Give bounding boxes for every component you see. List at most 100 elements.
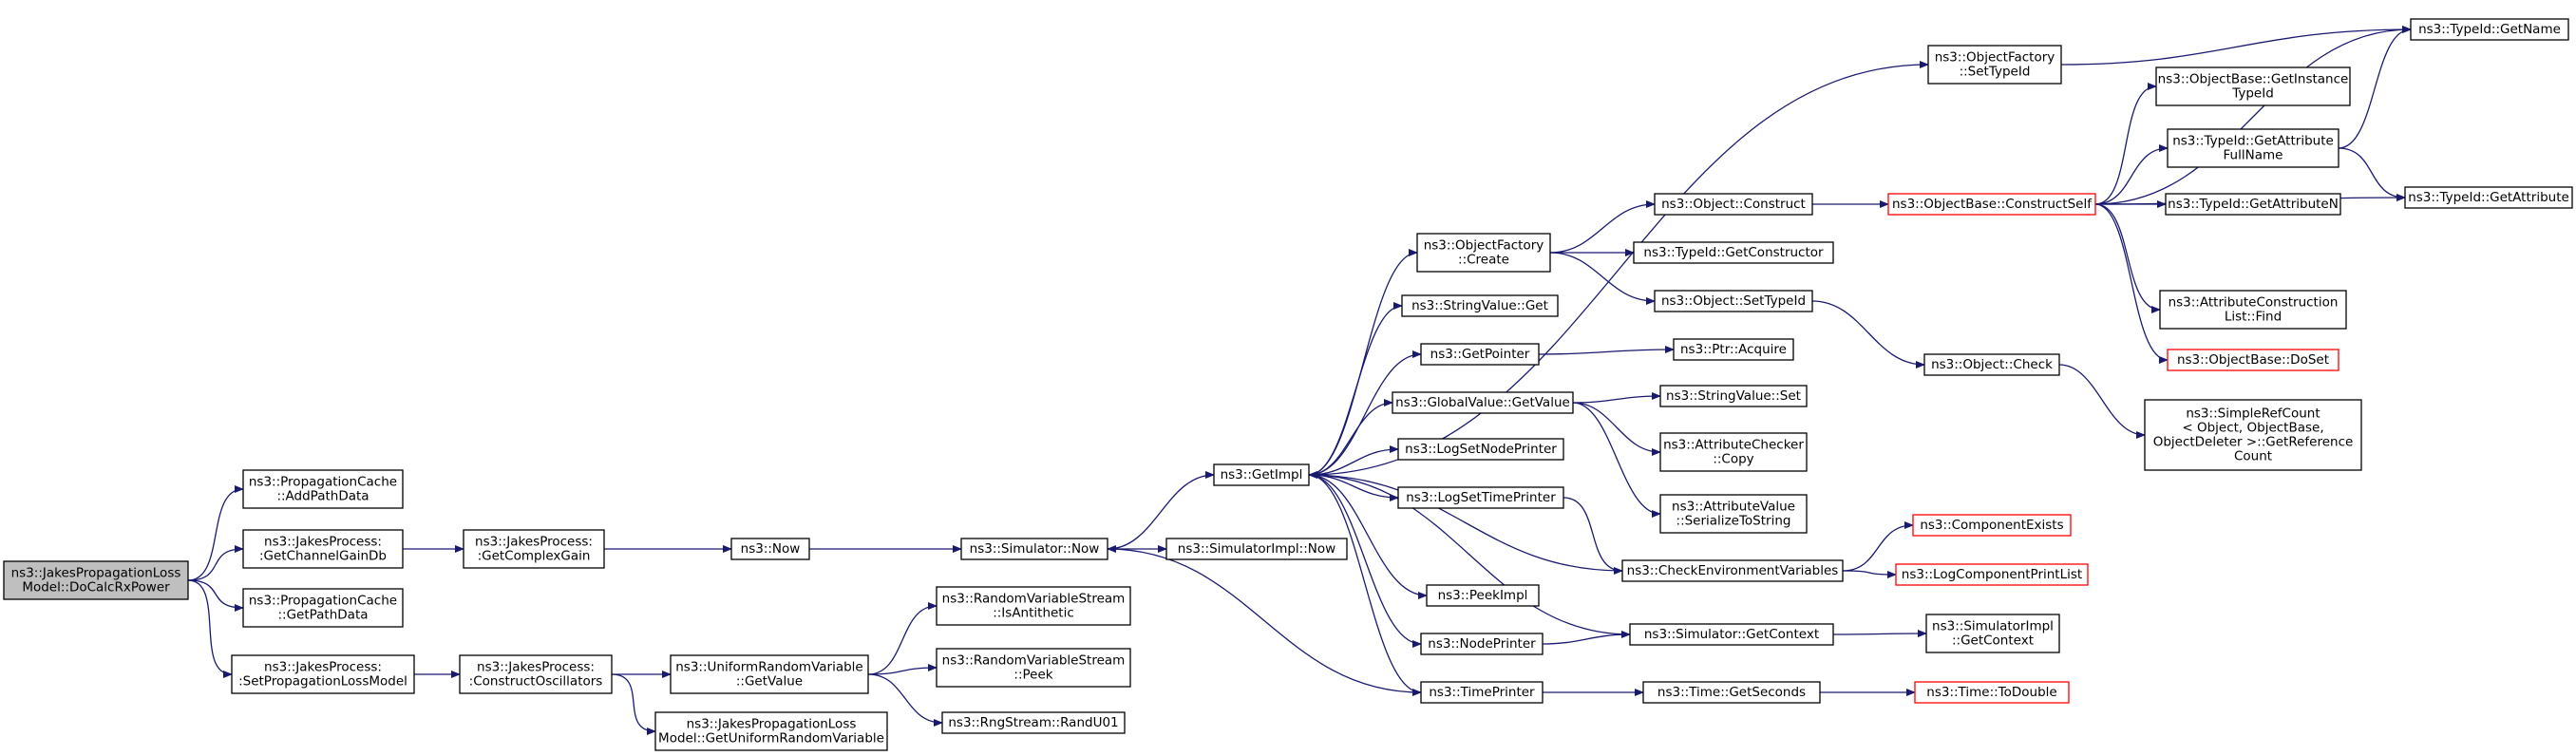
node-root[interactable]: ns3::JakesPropagationLossModel::DoCalcRx… [3,560,189,600]
node-pc_get[interactable]: ns3::PropagationCache::GetPathData [242,588,404,628]
node-of_create[interactable]: ns3::ObjectFactory::Create [1416,233,1551,273]
node-lstp[interactable]: ns3::LogSetTimePrinter [1397,486,1564,509]
node-label: ns3::Simulator::GetContext [1644,627,1819,642]
node-box [1654,290,1813,312]
node-box [231,654,415,694]
node-label: ns3::PeekImpl [1438,588,1528,603]
node-label: :ConstructOscillators [469,674,603,690]
node-tid_getname[interactable]: ns3::TypeId::GetName [2410,18,2569,41]
node-box [459,654,613,694]
node-av_ser[interactable]: ns3::AttributeValue::SerializeToString [1659,494,1808,534]
node-jp_complex[interactable]: ns3::JakesProcess::GetComplexGain [463,529,605,569]
edge-obj_settypeid-to-obj_check [1811,300,1925,369]
node-obj_settypeid[interactable]: ns3::Object::SetTypeId [1654,290,1813,312]
nodes-layer: ns3::JakesPropagationLoss Model::DoCalcRx… [3,18,2573,751]
node-timeprinter[interactable]: ns3::TimePrinter [1420,681,1544,704]
node-box [1397,486,1564,509]
edge-urv_get-to-rvs_peek [867,664,938,675]
node-src_getref[interactable]: ns3::SimpleRefCount< Object, ObjectBase,… [2144,399,2362,471]
node-label: ns3::JakesProcess: [475,535,593,550]
node-label: ns3::TypeId::GetAttribute [2172,134,2334,149]
node-sim_getctx[interactable]: ns3::Simulator::GetContext [1629,623,1834,646]
node-time_getsec[interactable]: ns3::Time::GetSeconds [1642,681,1821,704]
node-ob_doset[interactable]: ns3::ObjectBase::DoSet [2167,349,2339,371]
node-label: Model::DoCalcRxPower [22,580,170,595]
node-comp_exists[interactable]: ns3::ComponentExists [1912,514,2072,537]
edge-checkenv-to-comp_exists [1842,521,1914,572]
node-tid_getattrn[interactable]: ns3::TypeId::GetAttributeN [2165,193,2341,216]
node-tid_getattr[interactable]: ns3::TypeId::GetAttribute [2404,186,2573,209]
node-jp_setmodel[interactable]: ns3::JakesProcess::SetPropagationLossMod… [231,654,415,694]
node-label: ns3::ObjectFactory [1935,50,2055,66]
node-label: ns3::StringValue::Get [1411,298,1548,313]
node-label: List::Find [2225,310,2282,325]
node-gv_get[interactable]: ns3::GlobalValue::GetValue [1392,391,1574,414]
node-label: ns3::JakesPropagationLoss [687,717,857,732]
node-peekimpl[interactable]: ns3::PeekImpl [1426,584,1540,607]
node-sv_set[interactable]: ns3::StringValue::Set [1659,385,1808,407]
node-urv_get[interactable]: ns3::UniformRandomVariable::GetValue [670,654,869,694]
node-getpointer[interactable]: ns3::GetPointer [1420,343,1540,366]
node-label: Model::GetUniformRandomVariable [658,731,884,747]
node-rng_rand[interactable]: ns3::RngStream::RandU01 [941,711,1126,734]
node-obj_construct[interactable]: ns3::Object::Construct [1654,193,1813,216]
node-label: ns3::NodePrinter [1428,636,1536,652]
node-jp_osc[interactable]: ns3::JakesProcess::ConstructOscillators [459,654,613,694]
node-label: ns3::CheckEnvironmentVariables [1627,563,1839,578]
node-label: ns3::Object::Check [1931,357,2053,372]
node-rvs_peek[interactable]: ns3::RandomVariableStream::Peek [936,648,1131,688]
node-box [1642,681,1821,704]
node-label: ns3::LogComponentPrintList [1902,567,2082,582]
node-box [1895,563,2089,586]
node-lsnp[interactable]: ns3::LogSetNodePrinter [1397,438,1564,461]
node-label: ns3::AttributeValue [1672,500,1795,515]
node-label: :SetPropagationLossModel [238,674,407,690]
edge-sim_now-to-getimpl [1107,471,1215,550]
node-box [242,469,404,509]
node-label: TypeId [2231,86,2274,102]
edge-root-to-jp_gain_db [187,545,244,581]
node-label: ns3::TypeId::GetAttributeN [2168,197,2339,212]
node-checkenv[interactable]: ns3::CheckEnvironmentVariables [1621,559,1844,582]
node-of_settypeid[interactable]: ns3::ObjectFactory::SetTypeId [1927,45,2062,85]
node-ob_constructself[interactable]: ns3::ObjectBase::ConstructSelf [1887,193,2096,216]
node-now[interactable]: ns3::Now [730,538,810,560]
node-getimpl[interactable]: ns3::GetImpl [1213,463,1310,486]
node-sv_get[interactable]: ns3::StringValue::Get [1401,294,1559,317]
node-label: ns3::GetImpl [1221,467,1303,482]
node-label: ns3::PropagationCache [249,475,397,490]
node-simimpl_getctx[interactable]: ns3::SimulatorImpl::GetContext [1925,614,2060,653]
node-ac_copy[interactable]: ns3::AttributeChecker::Copy [1659,432,1808,472]
node-nodeprinter[interactable]: ns3::NodePrinter [1420,633,1544,655]
node-box [2159,290,2347,330]
node-box [1420,681,1544,704]
edge-getimpl-to-peekimpl [1308,474,1428,599]
node-jplm_urv[interactable]: ns3::JakesPropagationLossModel::GetUnifo… [654,711,888,751]
node-time_todouble[interactable]: ns3::Time::ToDouble [1914,681,2070,704]
node-label: ns3::RandomVariableStream [942,592,1126,607]
node-tid_getctor[interactable]: ns3::TypeId::GetConstructor [1633,241,1834,264]
node-lcpl[interactable]: ns3::LogComponentPrintList [1895,563,2089,586]
node-jp_gain_db[interactable]: ns3::JakesProcess::GetChannelGainDb [242,529,404,569]
node-label: ns3::Object::SetTypeId [1661,293,1806,309]
node-label: Count [2234,449,2272,464]
node-simimpl_now[interactable]: ns3::SimulatorImpl::Now [1165,538,1348,560]
node-label: ns3::AttributeChecker [1663,438,1804,453]
node-label: ::GetContext [1952,633,2034,649]
node-box [1659,494,1808,534]
node-box [936,648,1131,688]
node-rvs_anti[interactable]: ns3::RandomVariableStream::IsAntithetic [936,586,1131,626]
node-box [1654,193,1813,216]
edges-layer [187,26,2412,735]
edge-tid_getattrfull-to-tid_getname [2338,26,2412,149]
node-sim_now[interactable]: ns3::Simulator::Now [960,538,1108,560]
node-label: ns3::ObjectBase::ConstructSelf [1892,197,2093,212]
node-label: ::IsAntithetic [993,606,1074,621]
node-pc_add[interactable]: ns3::PropagationCache::AddPathData [242,469,404,509]
node-ptr_acquire[interactable]: ns3::Ptr::Acquire [1673,338,1794,361]
node-obj_check[interactable]: ns3::Object::Check [1923,353,2060,376]
